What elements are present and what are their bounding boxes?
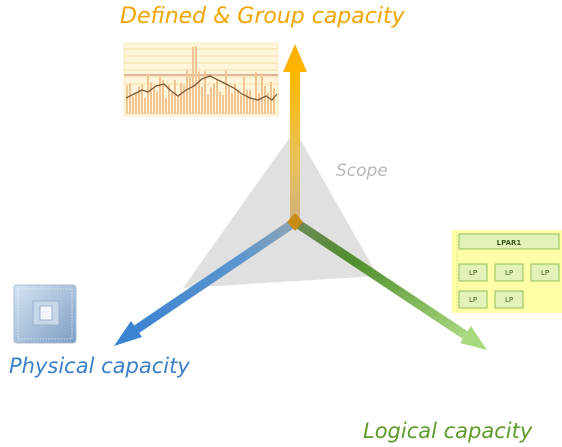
defined-group-capacity-label: Defined & Group capacity (120, 4, 405, 29)
lp-label: LP (541, 269, 549, 277)
chart-bar (234, 83, 236, 114)
chart-bar (189, 73, 191, 114)
chart-trend-line (125, 75, 278, 101)
chart-bar (192, 46, 194, 115)
lp-box (494, 290, 524, 309)
physical-capacity-arrow (114, 218, 298, 346)
chart-bar (222, 94, 224, 114)
chart-bar (231, 93, 233, 114)
chart-bar (177, 95, 179, 114)
lp-label: LP (505, 296, 513, 304)
chart-bar (252, 97, 254, 114)
lp-box (530, 263, 560, 282)
chart-bar (129, 83, 131, 114)
lp-label: LP (469, 296, 477, 304)
lp-box (458, 290, 488, 309)
defined-group-capacity-arrow (283, 44, 307, 222)
chart-bar (165, 97, 167, 114)
chart-bar (132, 96, 134, 114)
chart-bar (240, 95, 242, 114)
chart-bar (249, 89, 251, 114)
chart-bar (216, 79, 218, 114)
lpar-title: LPAR1 (497, 239, 522, 247)
chart-bar (201, 86, 203, 114)
chart-bar (258, 92, 260, 114)
chart-bar (150, 82, 152, 114)
chart-bar (270, 81, 272, 114)
utilization-chart-icon (123, 42, 279, 117)
chart-bar (183, 85, 185, 114)
chart-bar (237, 90, 239, 114)
lp-label: LP (505, 269, 513, 277)
chart-bar (135, 92, 137, 114)
chart-bar (138, 86, 140, 114)
chart-bar (174, 79, 176, 114)
chart-bar (267, 92, 269, 114)
chart-bar (261, 73, 263, 114)
cpu-chip-icon (13, 284, 77, 344)
chart-bar (168, 85, 170, 114)
chart-bar (186, 69, 188, 114)
chart-bar (210, 87, 212, 114)
origin-diamond (287, 213, 303, 231)
chart-bar (141, 84, 143, 114)
chart-bar (159, 76, 161, 114)
chart-bar (264, 85, 266, 114)
scope-label: Scope (336, 161, 388, 181)
chart-bar (213, 83, 215, 114)
chart-bar (153, 87, 155, 114)
chart-bar (144, 97, 146, 114)
physical-capacity-label: Physical capacity (9, 354, 190, 378)
lpar-panel: LPAR1 LP LP LP LP LP (452, 230, 562, 313)
chart-bar (198, 71, 200, 114)
chart-bar (180, 83, 182, 114)
chart-bar (207, 94, 209, 114)
chart-bar (147, 73, 149, 114)
chart-bar (156, 91, 158, 114)
chart-bar (273, 87, 275, 114)
lp-label: LP (469, 269, 477, 277)
chart-bar (126, 85, 128, 114)
chart-bar (195, 45, 197, 114)
chart-bar (246, 89, 248, 114)
chart-bar (225, 70, 227, 114)
chart-bar (204, 71, 206, 114)
chart-bar (219, 91, 221, 114)
logical-capacity-label: Logical capacity (363, 419, 533, 443)
logical-capacity-arrow (292, 218, 487, 350)
chart-bar (162, 80, 164, 114)
lp-box (494, 263, 524, 282)
scope-triangle (183, 130, 378, 288)
chart-bar (228, 86, 230, 114)
chart-bar (171, 92, 173, 114)
chart-bar (255, 72, 257, 114)
lp-box (458, 263, 488, 282)
